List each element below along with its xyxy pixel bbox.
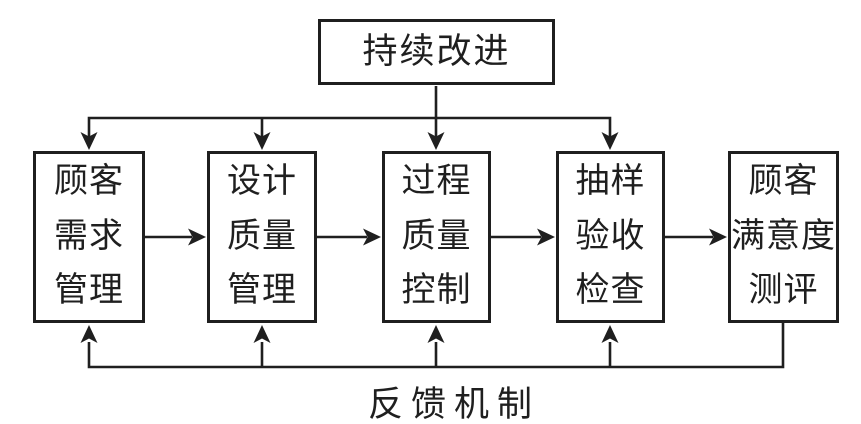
arrowhead-down-box3 bbox=[427, 132, 445, 150]
box-continuous-improvement-label: 持续改进 bbox=[362, 31, 511, 71]
box-design-quality: 设计 质量 管理 bbox=[207, 151, 317, 323]
box-customer-satisfaction: 顾客 满意度 测评 bbox=[728, 151, 839, 323]
arrowhead-up-box4 bbox=[601, 325, 619, 343]
box-sampling-inspection-label: 抽样 验收 检查 bbox=[575, 163, 646, 310]
arrowhead-up-box3 bbox=[427, 325, 445, 343]
arrowhead-down-box4 bbox=[601, 132, 619, 150]
box-customer-requirements-label: 顾客 需求 管理 bbox=[54, 163, 124, 310]
arrowhead-down-box1 bbox=[80, 132, 98, 150]
arrowhead-right-box4 bbox=[537, 228, 555, 246]
feedback-mechanism-label: 反馈机制 bbox=[368, 385, 541, 424]
arrowhead-down-box2 bbox=[253, 132, 271, 150]
box-continuous-improvement: 持续改进 bbox=[318, 19, 555, 85]
box-customer-requirements: 顾客 需求 管理 bbox=[33, 151, 145, 323]
arrowhead-right-box2 bbox=[188, 228, 206, 246]
arrowhead-up-box2 bbox=[253, 325, 271, 343]
arrowhead-right-box5 bbox=[709, 228, 727, 246]
box-sampling-inspection: 抽样 验收 检查 bbox=[556, 151, 665, 323]
box-process-quality-label: 过程 质量 控制 bbox=[401, 163, 472, 310]
box-design-quality-label: 设计 质量 管理 bbox=[227, 163, 297, 310]
arrowhead-right-box3 bbox=[363, 228, 381, 246]
connector-top-rail bbox=[87, 116, 612, 137]
arrowhead-up-box1 bbox=[80, 325, 98, 343]
box-customer-satisfaction-label: 顾客 满意度 测评 bbox=[731, 163, 836, 310]
box-process-quality: 过程 质量 控制 bbox=[382, 151, 491, 323]
